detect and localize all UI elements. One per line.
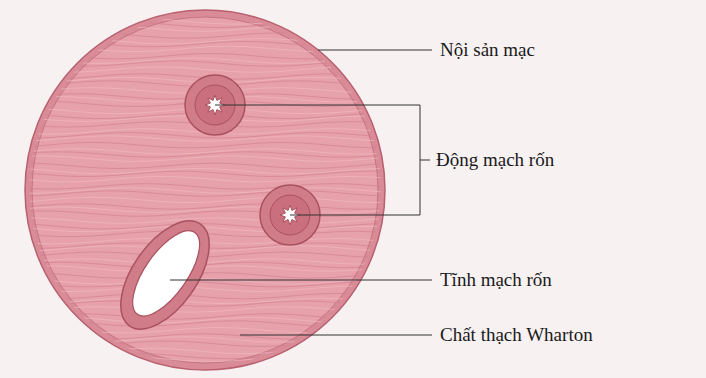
part-label: Chất thạch Wharton	[440, 325, 593, 346]
jelly-texture	[20, 19, 395, 367]
umbilical-vein	[103, 206, 227, 344]
part-label: Tĩnh mạch rốn	[440, 270, 552, 291]
leader-lines	[170, 50, 432, 335]
amnion-ring	[25, 10, 385, 370]
part-label: Nội sản mạc	[440, 40, 535, 61]
part-label: Động mạch rốn	[436, 150, 554, 171]
